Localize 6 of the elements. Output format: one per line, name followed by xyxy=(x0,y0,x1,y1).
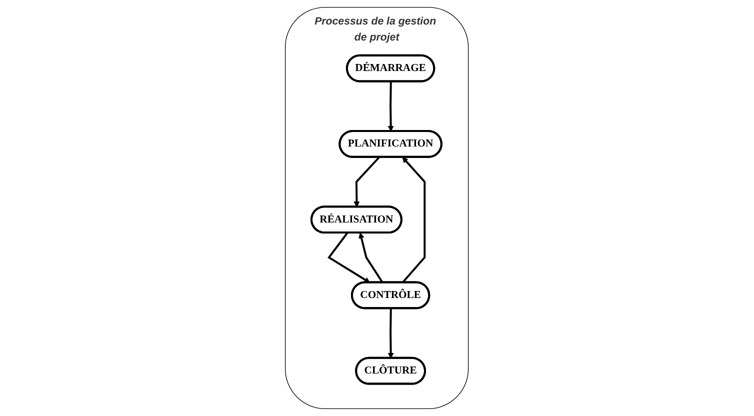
arrow xyxy=(388,308,394,359)
arrow xyxy=(328,232,370,283)
arrow xyxy=(402,156,426,284)
arrow xyxy=(354,156,380,208)
arrow xyxy=(388,82,394,132)
arrow xyxy=(358,232,384,284)
